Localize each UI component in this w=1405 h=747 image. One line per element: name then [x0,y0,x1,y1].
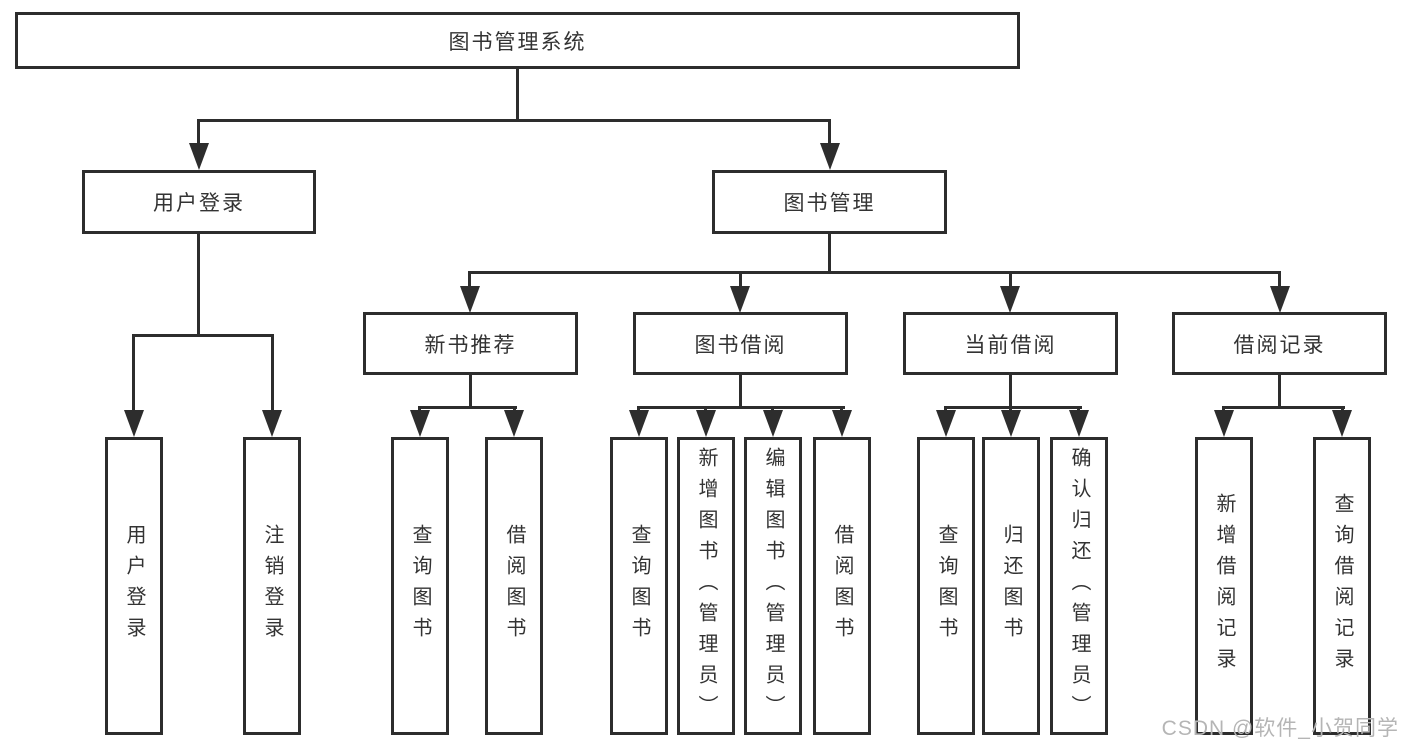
leaf-add-books-admin: 新增图书（管理员） [677,437,735,735]
node-borrowing-records: 借阅记录 [1172,312,1387,375]
leaf-borrow-books-recommend: 借阅图书 [485,437,543,735]
line-segment [469,373,472,409]
line-segment [197,231,200,337]
node-root-library-management-system: 图书管理系统 [15,12,1020,69]
arrowhead-down-icon [832,410,852,437]
line-segment [1009,271,1012,291]
line-segment [1278,373,1281,409]
arrowhead-down-icon [1069,410,1089,437]
csdn-watermark: CSDN @软件_小贺同学 [1161,717,1399,740]
node-current-borrowing: 当前借阅 [903,312,1118,375]
leaf-query-books-borrowing: 查询图书 [610,437,668,735]
node-user-login: 用户登录 [82,170,316,234]
leaf-logout: 注销登录 [243,437,301,735]
line-segment [132,334,135,416]
line-segment [271,334,274,416]
arrowhead-down-icon [189,143,209,170]
line-segment [197,119,831,122]
node-book-management: 图书管理 [712,170,947,234]
leaf-query-borrow-record: 查询借阅记录 [1313,437,1371,735]
leaf-return-books: 归还图书 [982,437,1040,735]
arrowhead-down-icon [262,410,282,437]
line-segment [197,119,200,149]
arrowhead-down-icon [696,410,716,437]
leaf-confirm-return-admin: 确认归还（管理员） [1050,437,1108,735]
leaf-add-borrow-record: 新增借阅记录 [1195,437,1253,735]
line-segment [468,271,471,291]
arrowhead-down-icon [410,410,430,437]
leaf-query-books-recommend: 查询图书 [391,437,449,735]
line-segment [828,231,831,274]
line-segment [1009,373,1012,409]
arrowhead-down-icon [504,410,524,437]
arrowhead-down-icon [1332,410,1352,437]
leaf-user-login: 用户登录 [105,437,163,735]
leaf-query-books-current: 查询图书 [917,437,975,735]
arrowhead-down-icon [124,410,144,437]
line-segment [516,66,519,122]
arrowhead-down-icon [820,143,840,170]
node-book-borrowing: 图书借阅 [633,312,848,375]
arrowhead-down-icon [460,286,480,313]
line-segment [132,334,274,337]
arrowhead-down-icon [936,410,956,437]
leaf-edit-books-admin: 编辑图书（管理员） [744,437,802,735]
node-new-book-recommendation: 新书推荐 [363,312,578,375]
line-segment [739,373,742,409]
arrowhead-down-icon [1270,286,1290,313]
arrowhead-down-icon [1000,286,1020,313]
line-segment [468,271,1281,274]
arrowhead-down-icon [1001,410,1021,437]
line-segment [637,406,845,409]
line-segment [1222,406,1345,409]
arrowhead-down-icon [629,410,649,437]
line-segment [739,271,742,291]
line-segment [828,119,831,149]
arrowhead-down-icon [763,410,783,437]
line-segment [418,406,517,409]
arrowhead-down-icon [1214,410,1234,437]
leaf-borrow-books-borrowing: 借阅图书 [813,437,871,735]
arrowhead-down-icon [730,286,750,313]
line-segment [1278,271,1281,291]
line-segment [944,406,1082,409]
